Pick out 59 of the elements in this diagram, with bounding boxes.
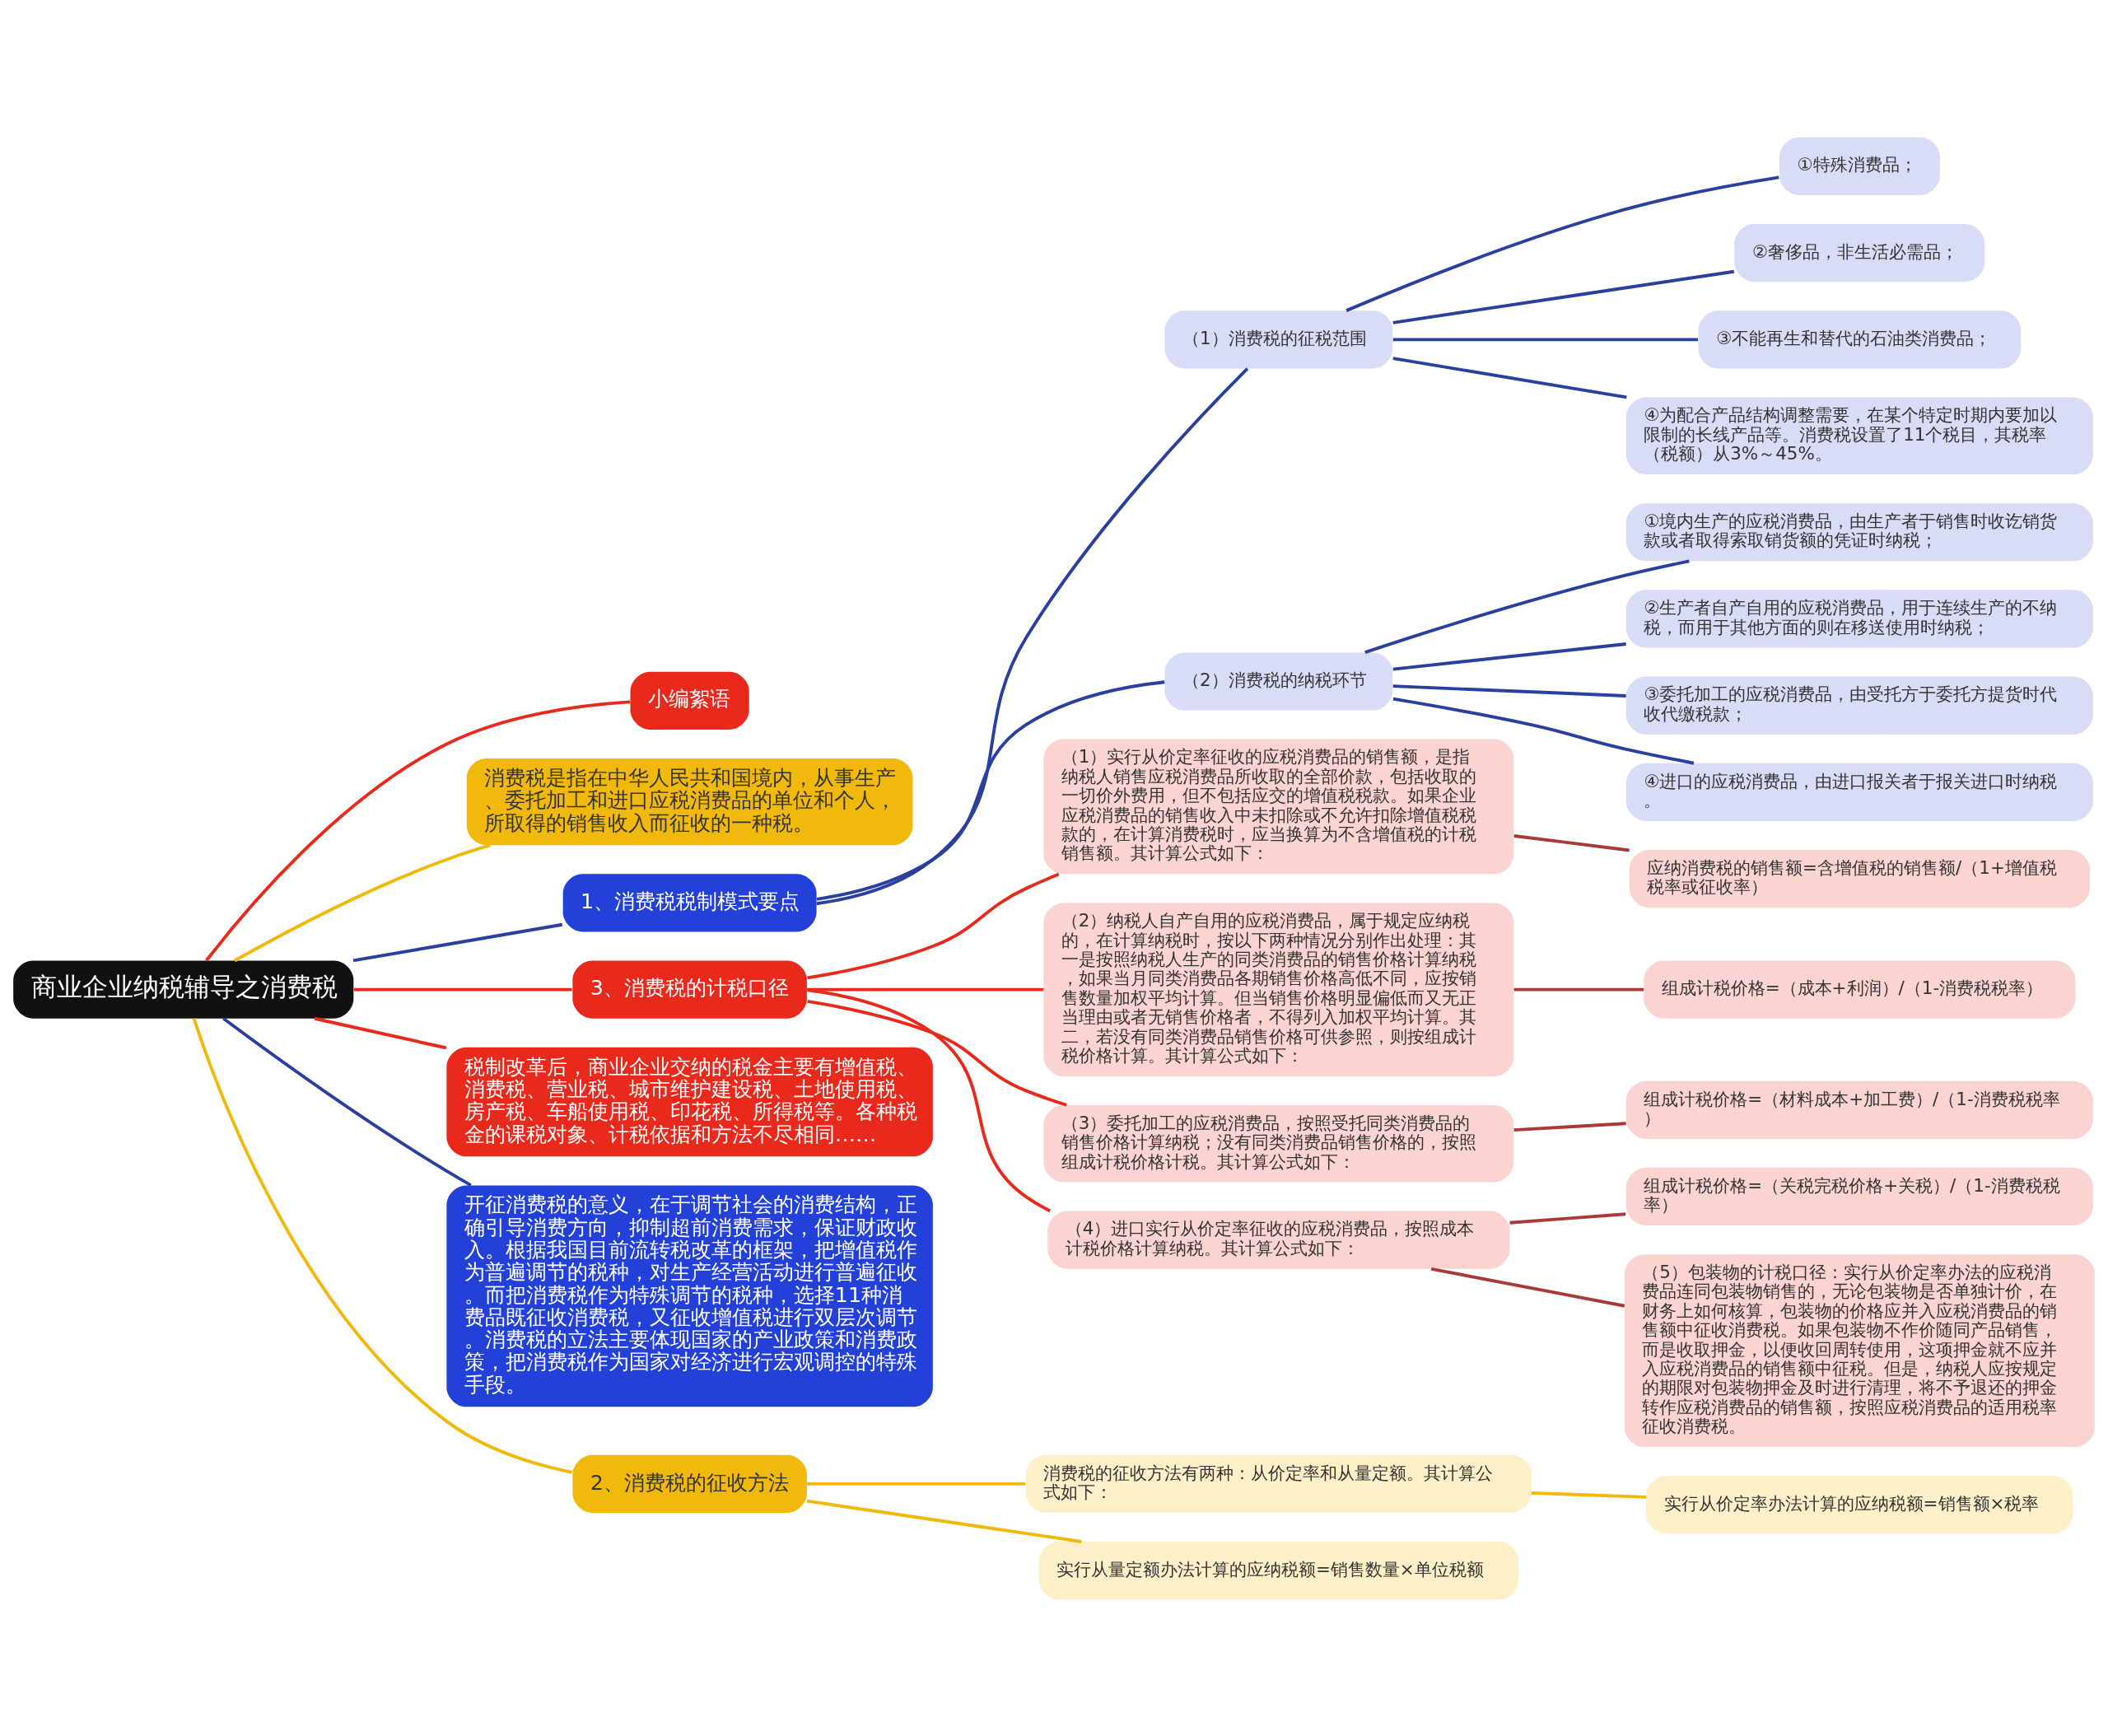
connector [1392, 642, 1626, 671]
node-box: 税制改革后，商业企业交纳的税金主要有增值税、消费税、营业税、城市维护建设税、土地使用税、房产税、车船使用税、印花税、所得税等。各种税金的课税对象、计税依据和方法不尽相同…… [446, 1047, 933, 1156]
connector [1392, 697, 1695, 765]
node-box: （3）委托加工的应税消费品，按照受托同类消费品的销售价格计算纳税；没有同类消费品销售价格的，按照组成计税价格计税。其计算公式如下： [1043, 1104, 1514, 1182]
node-box: 2、消费税的征收方法 [572, 1454, 807, 1513]
connector [816, 366, 1249, 905]
connector [1364, 558, 1690, 654]
node-box: （2）消费税的纳税环节 [1164, 651, 1393, 711]
connector [807, 872, 1060, 979]
connector [1513, 987, 1644, 992]
connector [205, 699, 631, 961]
connector [192, 1017, 573, 1474]
node-box: 组成计税价格=（关税完税价格+关税）/（1-消费税税率） [1625, 1167, 2093, 1225]
connector [1513, 833, 1630, 852]
node-box: ②生产者自产自用的应税消费品，用于连续生产的不纳税，而用于其他方面的则在移送使用时纳税； [1625, 589, 2093, 648]
connector [1392, 684, 1626, 698]
node-box: 1、消费税税制模式要点 [562, 873, 817, 931]
node-box: 组成计税价格=（材料成本+加工费）/（1-消费税税率） [1625, 1080, 2093, 1139]
connector [1392, 269, 1735, 324]
node-box: ③不能再生和替代的石油类消费品； [1698, 310, 2022, 368]
node-box: ④为配合产品结构调整需要，在某个特定时期内要加以限制的长线产品等。消费税设置了11个税目，其税率（税额）从3%～45%。 [1625, 397, 2093, 474]
node-box: 组成计税价格=（成本+利润）/（1-消费税税率） [1644, 960, 2076, 1019]
node-box: 3、消费税的计税口径 [572, 960, 807, 1019]
node-box: ①特殊消费品； [1779, 137, 1940, 195]
node-box: ②奢侈品，非生活必需品； [1734, 223, 1985, 282]
node-box: 小编絮语 [630, 671, 749, 730]
connector [1345, 175, 1779, 312]
connector [806, 1499, 1082, 1543]
connector [1430, 1267, 1625, 1308]
connector [807, 987, 1044, 992]
node-box: ③委托加工的应税消费品，由受托方于委托方提货时代收代缴税款； [1625, 676, 2093, 735]
node-box: （5）包装物的计税口径：实行从价定率办法的应税消费品连同包装物销售的，无论包装物是否单独计价，在财务上如何核算，包装物的价格应并入应税消费品的销售额中征收消费税。如果包装物不作价随同产品销售，而是收取押金，以便收回周转使用，这项押金就不应并入应税消费品的销售额中征税。但是，纳税人应按规定的期限对包装物押金及时进行清理，将不予退还的押金转作应税消费品的销售额，按照应税消费品的适用税率征收消费税。 [1624, 1253, 2095, 1447]
connector [807, 999, 1067, 1107]
node-box: 实行从量定额办法计算的应纳税额=销售数量×单位税额 [1038, 1541, 1519, 1599]
connector [353, 987, 572, 992]
connector [222, 1016, 472, 1187]
node-box: 消费税是指在中华人民共和国境内，从事生产、委托加工和进口应税消费品的单位和个人，所取得的销售收入而征收的一种税。 [466, 758, 913, 845]
node-box: （1）消费税的征税范围 [1164, 310, 1393, 368]
node-box: 开征消费税的意义，在于调节社会的消费结构，正确引导消费方向，抑制超前消费需求，保证财政收入。根据我国目前流转税改革的框架，把增值税作为普遍调节的税种，对生产经营活动进行普遍征收。而把消费税作为特殊调节的税种，选择11种消费品既征收消费税，又征收增值税进行双层次调节。消费税的立法主要体现国家的产业政策和消费政策，把消费税作为国家对经济进行宏观调控的特殊手段。 [446, 1184, 933, 1407]
connector [807, 987, 1051, 1212]
connector [234, 843, 491, 962]
connector [816, 679, 1165, 901]
connector [1509, 1211, 1626, 1225]
connector [1531, 1491, 1647, 1499]
node-box: 实行从价定率办法计算的应纳税额=销售额×税率 [1646, 1475, 2073, 1533]
node-box: （4）进口实行从价定率征收的应税消费品，按照成本计税价格计算纳税。其计算公式如下： [1047, 1211, 1510, 1269]
connector [314, 1016, 447, 1049]
connector [1392, 356, 1627, 399]
node-box: （1）实行从价定率征收的应税消费品的销售额，是指纳税人销售应税消费品所收取的全部价款，包括收取的一切价外费用，但不包括应交的增值税税款。如果企业应税消费品的销售收入中未扣除或不允许扣除增值税税款的，在计算消费税时，应当换算为不含增值税的计税销售额。其计算公式如下： [1043, 739, 1514, 874]
connector [1392, 337, 1699, 341]
connector [1513, 1121, 1626, 1132]
node-box: ④进口的应税消费品，由进口报关者于报关进口时纳税。 [1625, 763, 2093, 821]
node-box: 商业企业纳税辅导之消费税 [13, 960, 354, 1019]
node-box: 应纳消费税的销售额=含增值税的销售额/（1+增值税税率或征收率） [1629, 849, 2090, 908]
node-box: （2）纳税人自产自用的应税消费品，属于规定应纳税的，在计算纳税时，按以下两种情况分别作出处理：其一是按照纳税人生产的同类消费品的销售价格计算纳税，如果当月同类消费品各期销售价格高低不同，应按销售数量加权平均计算。但当销售价格明显偏低而又无正当理由或者无销售价格者，不得列入加权平均计算。其二，若没有同类消费品销售价格可供参照，则按组成计税价格计算。其计算公式如下： [1043, 902, 1514, 1076]
node-box: ①境内生产的应税消费品，由生产者于销售时收讫销货款或者取得索取销货额的凭证时纳税； [1625, 502, 2093, 561]
connector [352, 922, 563, 962]
node-box: 消费税的征收方法有两种：从价定率和从量定额。其计算公式如下： [1025, 1454, 1532, 1513]
connector [807, 1482, 1026, 1486]
